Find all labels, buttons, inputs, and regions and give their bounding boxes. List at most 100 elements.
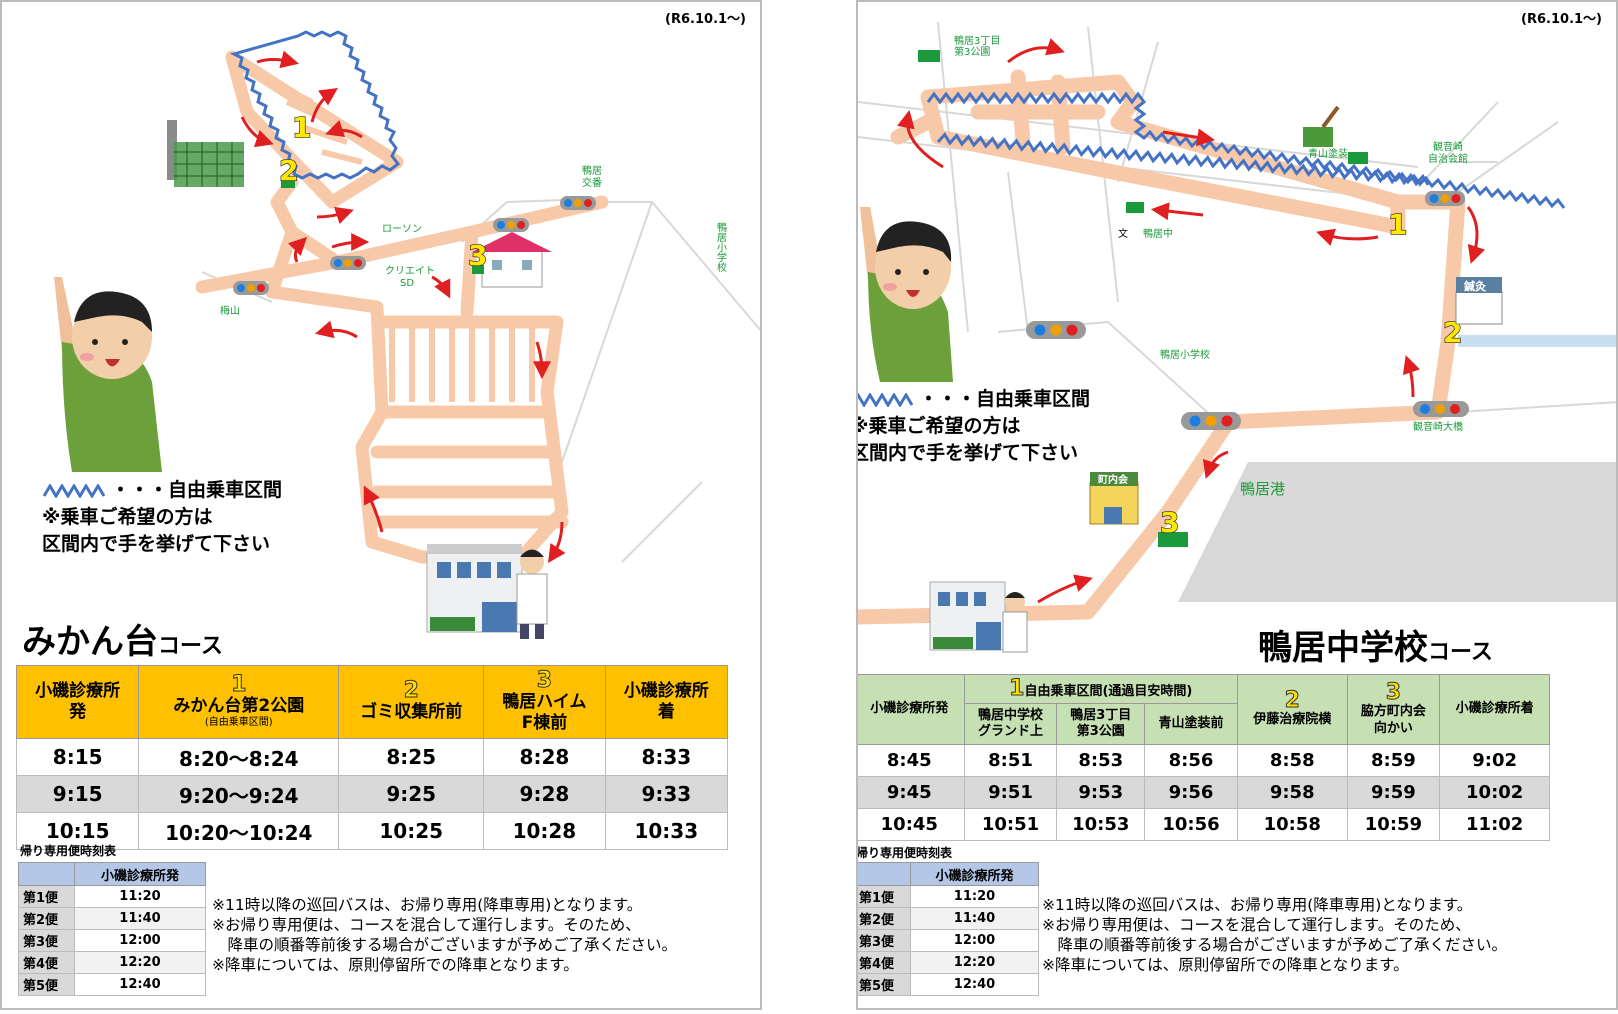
free-ride-zone-wave-lower xyxy=(936,132,1430,187)
free-ride-group-header: 1自由乗車区間(通過目安時間) xyxy=(963,674,1238,704)
kamoi-jhs-route-map: 1 2 3 鍼灸 町内会 鴨居3丁目 第3 xyxy=(858,21,1616,653)
free-ride-zone-wave xyxy=(229,30,401,180)
time-cell: 9:56 xyxy=(1144,776,1238,809)
header-label: 小磯診療所着 xyxy=(1455,701,1534,717)
run-time: 12:40 xyxy=(910,973,1039,996)
chonaikai-building-icon: 町内会 xyxy=(1089,472,1139,525)
time-cell: 8:58 xyxy=(1236,744,1348,777)
time-cell: 10:25 xyxy=(338,812,485,850)
header-label: 小磯診療所着 xyxy=(623,680,709,722)
run-label: 第2便 xyxy=(18,907,75,930)
run-label: 第3便 xyxy=(858,929,911,952)
free-ride-zone-wave xyxy=(926,91,1566,209)
note-4: ※降車については、原則停留所での降車となります。 xyxy=(1042,956,1409,974)
timetable-header-0: 小磯診療所発 xyxy=(15,665,140,739)
label-bridge: 観音崎大橋 xyxy=(1413,420,1463,433)
time-cell: 10:58 xyxy=(1236,808,1348,841)
run-label: 第1便 xyxy=(18,885,75,908)
header-sub: (自由乗車区間) xyxy=(204,717,273,729)
label-lawson: ローソン xyxy=(382,224,422,235)
free-ride-notice: ・・・自由乗車区間 ※乗車ご希望の方は 区間内で手を挙げて下さい xyxy=(856,386,1090,467)
time-cell: 10:45 xyxy=(858,808,965,841)
doctor-illustration xyxy=(516,549,548,639)
time-cell: 8:51 xyxy=(963,744,1058,777)
run-time: 12:40 xyxy=(74,973,206,996)
time-cell: 8:25 xyxy=(338,738,485,776)
label-koban: 交番 xyxy=(582,176,602,189)
time-cell: 9:02 xyxy=(1439,744,1550,777)
run-time: 11:40 xyxy=(74,907,206,930)
notice-line-2: 区間内で手を挙げて下さい xyxy=(856,442,1079,464)
stop-number-3: 3 xyxy=(536,667,553,693)
stop-number-2: 2 xyxy=(403,678,419,704)
timetable-header-3: 青山塗装前 xyxy=(1144,703,1238,745)
header-label: みかん台第2公園 xyxy=(173,696,305,717)
time-cell: 10:53 xyxy=(1056,808,1146,841)
time-cell: 8:33 xyxy=(604,738,729,776)
notice-line-1: ※乗車ご希望の方は xyxy=(42,506,213,528)
course-title: 鴨居中学校コース xyxy=(1258,620,1493,669)
header-row-2: 鴨居中学校グランド上鴨居3丁目第3公園青山塗装前 xyxy=(858,703,1550,745)
time-cell: 9:33 xyxy=(604,775,729,813)
stop-number-1: 1 xyxy=(231,672,247,698)
legend-text: ・・・自由乗車区間 xyxy=(111,479,283,501)
run-label: 第2便 xyxy=(858,907,911,930)
label-create-sd: SD xyxy=(400,278,414,289)
run-label: 第4便 xyxy=(858,951,911,974)
time-cell: 9:51 xyxy=(963,776,1058,809)
label-park-2: 第3公園 xyxy=(954,45,990,58)
wave-legend-icon xyxy=(858,392,914,407)
time-cell: 9:28 xyxy=(483,775,606,813)
return-timetable-label: 帰り専用便時刻表 xyxy=(20,844,117,858)
note-1: ※11時以降の巡回バスは、お帰り専用(降車専用)となります。 xyxy=(212,896,643,914)
return-timetable-label: 帰り専用便時刻表 xyxy=(856,846,953,860)
header-label: ゴミ収集所前 xyxy=(360,702,463,723)
course-suffix: コース xyxy=(158,634,223,659)
free-ride-notice: ・・・自由乗車区間 ※乗車ご希望の方は 区間内で手を挙げて下さい xyxy=(42,477,282,558)
note-1: ※11時以降の巡回バスは、お帰り専用(降車専用)となります。 xyxy=(1042,896,1473,914)
time-cell: 9:45 xyxy=(858,776,965,809)
run-time: 11:20 xyxy=(910,885,1039,908)
label-park: 鴨居3丁目 xyxy=(954,34,1000,47)
doctor-illustration xyxy=(1002,592,1028,653)
clinic-building-icon xyxy=(929,581,1006,651)
run-label: 第5便 xyxy=(858,973,911,996)
header-label: 脇方町内会向かい xyxy=(1360,704,1426,736)
stop-1-number: 1 xyxy=(292,111,311,144)
person-raising-hand-illustration xyxy=(54,277,162,472)
timetable-header-2: 鴨居3丁目第3公園 xyxy=(1056,703,1146,745)
label-port: 鴨居港 xyxy=(1240,480,1285,498)
person-raising-hand-illustration xyxy=(860,207,953,382)
clinic-sign-text: 鍼灸 xyxy=(1464,279,1486,293)
kamoi-jhs-course-panel: (R6.10.1～) xyxy=(856,0,1618,1010)
stop-number-1: 1 xyxy=(1009,675,1025,701)
stop-3-number: 3 xyxy=(468,239,487,272)
time-cell: 8:59 xyxy=(1346,744,1441,777)
time-cell: 9:59 xyxy=(1346,776,1441,809)
garbage-station-icon xyxy=(167,120,244,187)
route-arrows xyxy=(897,38,1485,604)
timetable-header-0: 小磯診療所発 xyxy=(858,674,965,745)
course-title: みかん台コース xyxy=(22,614,223,663)
label-create: クリエイト xyxy=(385,265,435,277)
run-label: 第5便 xyxy=(18,973,75,996)
run-label: 第4便 xyxy=(18,951,75,974)
notes: ※11時以降の巡回バスは、お帰り専用(降車専用)となります。 ※お帰り専用便は、… xyxy=(212,895,677,975)
return-header: 小磯診療所発 xyxy=(74,862,206,886)
